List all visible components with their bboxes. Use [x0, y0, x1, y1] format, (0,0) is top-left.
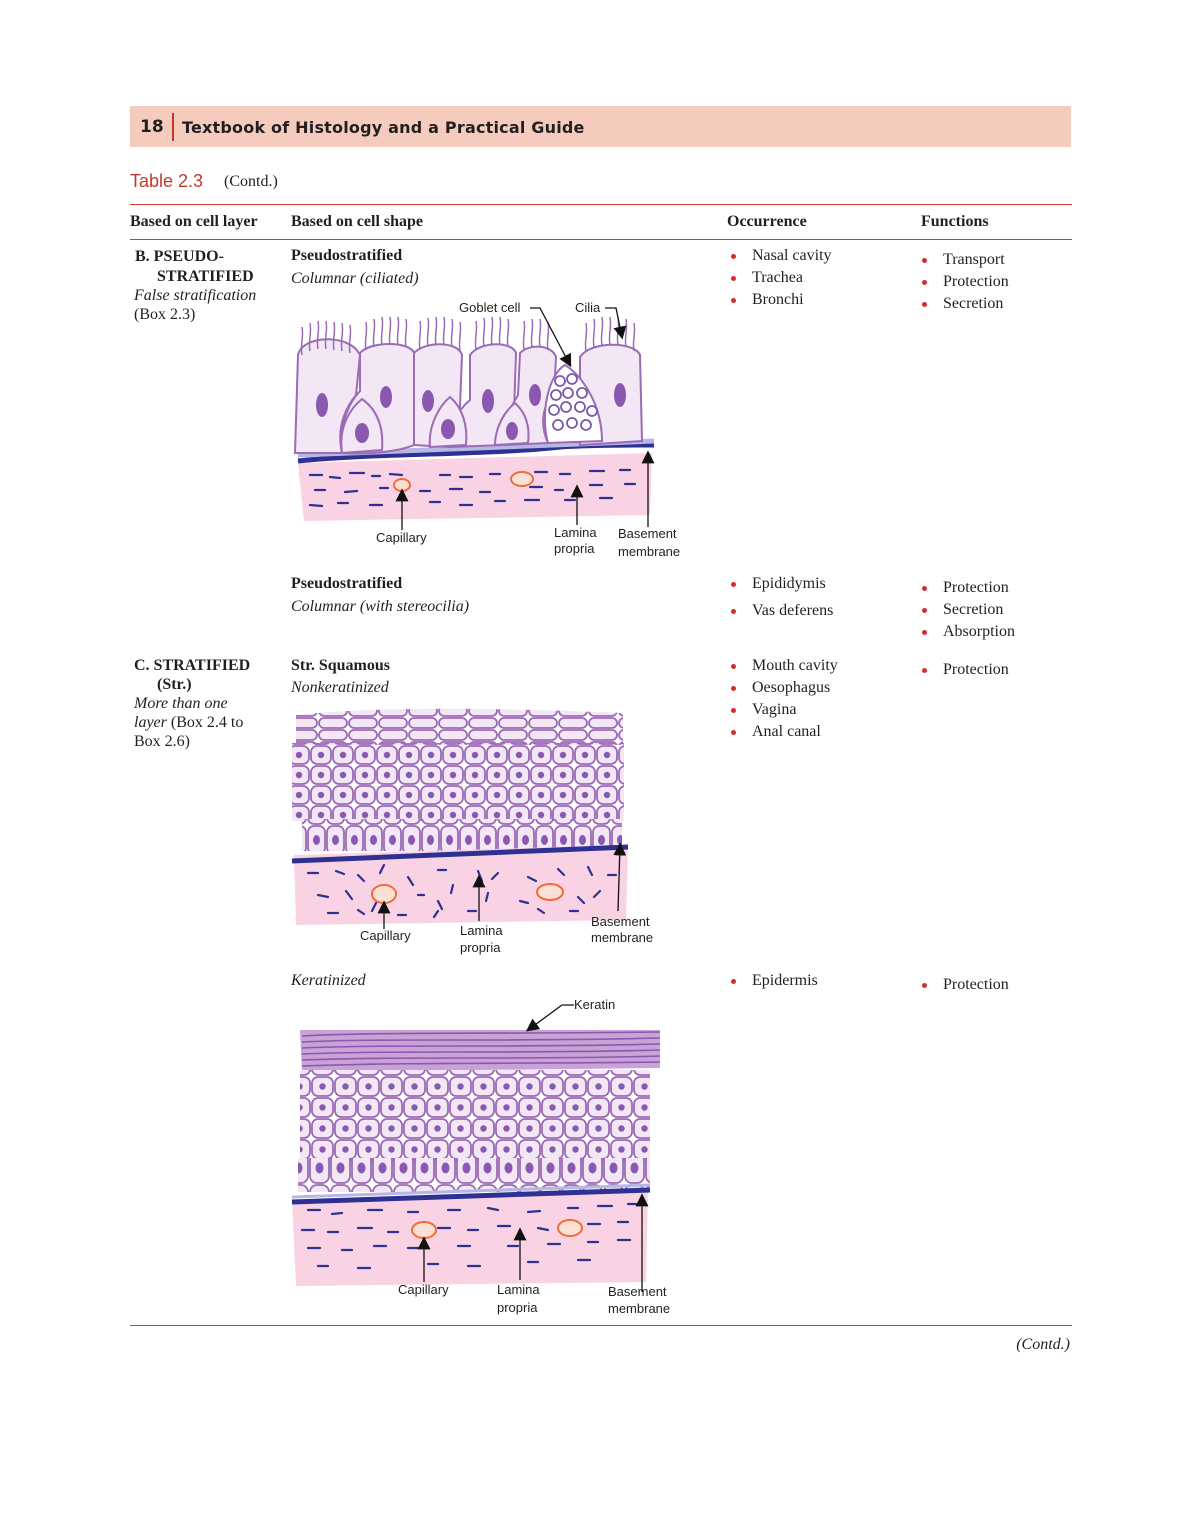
basement-membrane-label: Basement	[591, 914, 650, 929]
functions-list: Transport Protection Secretion	[918, 250, 1009, 316]
header-divider	[172, 113, 174, 141]
list-item: Mouth cavity	[727, 656, 838, 678]
fibers	[308, 468, 637, 508]
lamina-propria-label: Lamina	[497, 1282, 540, 1297]
list-item: Vas deferens	[727, 601, 833, 623]
occurrence-list: Epidermis	[727, 971, 818, 993]
basement-membrane	[291, 844, 629, 864]
list-item: Vagina	[727, 700, 838, 722]
list-item: Epidermis	[727, 971, 818, 993]
list-item: Protection	[918, 975, 1009, 997]
lamina-propria-label-2: propria	[460, 940, 501, 955]
basement-membrane-label-2: membrane	[608, 1301, 670, 1316]
column-header-cell-shape: Based on cell shape	[291, 213, 424, 230]
basal-cell-layer	[302, 819, 622, 851]
lamina-propria-label: Lamina	[460, 923, 503, 938]
basement-membrane-label: Basement	[618, 526, 677, 541]
lamina-propria-label-2: propria	[554, 541, 595, 556]
shape-subtitle: Columnar (with stereocilia)	[291, 598, 470, 615]
layer-title-cont: STRATIFIED	[157, 268, 254, 285]
list-item: Bronchi	[727, 290, 832, 312]
label-arrows	[417, 1004, 649, 1292]
shape-title: Pseudostratified	[291, 247, 403, 264]
list-item: Protection	[918, 578, 1015, 600]
lamina-propria-label: Lamina	[554, 525, 597, 540]
capillaries	[393, 471, 534, 492]
goblet-cell-label: Goblet cell	[459, 300, 521, 315]
table-label: Table 2.3	[130, 171, 204, 191]
shape-title: Str. Squamous	[291, 657, 391, 674]
functions-list: Protection Secretion Absorption	[918, 578, 1015, 644]
capillaries	[411, 1219, 583, 1239]
layer-note: More than one	[134, 695, 228, 712]
basement-membrane-label-2: membrane	[618, 544, 680, 559]
shape-title: Pseudostratified	[291, 575, 403, 592]
shape-subtitle: Keratinized	[291, 972, 366, 989]
shape-subtitle: Columnar (ciliated)	[291, 270, 419, 287]
fibers	[300, 1202, 640, 1270]
functions-list: Protection	[918, 975, 1009, 997]
column-header-cell-layer: Based on cell layer	[130, 213, 258, 230]
keratin-lamellae	[301, 1031, 661, 1067]
list-item: Oesophagus	[727, 678, 838, 700]
layer-title: B. PSEUDO-	[135, 248, 224, 265]
continued-footer: (Contd.)	[1016, 1336, 1070, 1353]
column-header-functions: Functions	[921, 213, 989, 230]
layer-box-ref: (Box 2.4 to	[166, 714, 244, 731]
list-item: Nasal cavity	[727, 246, 832, 268]
list-item: Epididymis	[727, 574, 833, 601]
column-header-occurrence: Occurrence	[727, 213, 807, 230]
layer-title: C. STRATIFIED	[134, 657, 251, 674]
cilia	[300, 316, 636, 356]
table-continued-note: (Contd.)	[224, 173, 278, 190]
layer-title-cont: (Str.)	[157, 676, 192, 693]
list-item: Secretion	[918, 600, 1015, 622]
list-item: Transport	[918, 250, 1009, 272]
list-item: Protection	[918, 272, 1009, 294]
occurrence-list: Nasal cavity Trachea Bronchi	[727, 246, 832, 312]
cilia-label: Cilia	[575, 300, 601, 315]
pseudostratified-ciliated-illustration: Goblet cell Cilia Capillary Lamina propr…	[293, 300, 680, 559]
label-arrows	[377, 842, 627, 929]
stratified-squamous-nonkeratinized-illustration: Capillary Lamina propria Basement membra…	[291, 708, 653, 955]
surface-flat-cells	[296, 708, 623, 745]
running-header-band	[130, 106, 1071, 147]
layer-box-ref: (Box 2.3)	[134, 306, 196, 323]
keratin-label: Keratin	[574, 997, 615, 1012]
layer-note-line-2: layer (Box 2.4 to	[134, 713, 243, 732]
stratified-squamous-keratinized-illustration: Keratin Capillary Lamina propria Basemen…	[291, 997, 670, 1316]
table-header-rule	[130, 239, 1072, 240]
capillary-label: Capillary	[360, 928, 411, 943]
occurrence-list: Mouth cavity Oesophagus Vagina Anal cana…	[727, 656, 838, 744]
capillary-label: Capillary	[398, 1282, 449, 1297]
functions-list: Protection	[918, 660, 1009, 682]
mucus-granules	[548, 373, 598, 431]
polyhedral-cell-layers	[300, 1070, 650, 1162]
table-bottom-rule	[130, 1325, 1072, 1326]
polyhedral-cell-layers	[292, 743, 624, 821]
book-title: Textbook of Histology and a Practical Gu…	[182, 118, 585, 137]
shape-subtitle: Nonkeratinized	[291, 679, 389, 696]
basement-membrane-label-2: membrane	[591, 930, 653, 945]
page-number: 18	[140, 117, 164, 137]
layer-box-ref-cont: Box 2.6)	[134, 733, 190, 750]
list-item: Anal canal	[727, 722, 838, 744]
label-arrows	[395, 307, 655, 530]
lamina-propria-label-2: propria	[497, 1300, 538, 1315]
table-top-rule	[130, 204, 1072, 205]
basement-membrane	[291, 1187, 651, 1205]
list-item: Trachea	[727, 268, 832, 290]
nuclei	[316, 383, 626, 443]
list-item: Secretion	[918, 294, 1009, 316]
list-item: Protection	[918, 660, 1009, 682]
layer-note-word: layer	[134, 714, 167, 731]
occurrence-list: Epididymis Vas deferens	[727, 574, 833, 623]
layer-note: False stratification	[134, 287, 257, 304]
basement-membrane	[297, 442, 655, 464]
connective-tissue	[298, 453, 652, 521]
connective-tissue	[292, 1190, 648, 1286]
basement-membrane-label: Basement	[608, 1284, 667, 1299]
list-item: Absorption	[918, 622, 1015, 644]
capillary-label: Capillary	[376, 530, 427, 545]
